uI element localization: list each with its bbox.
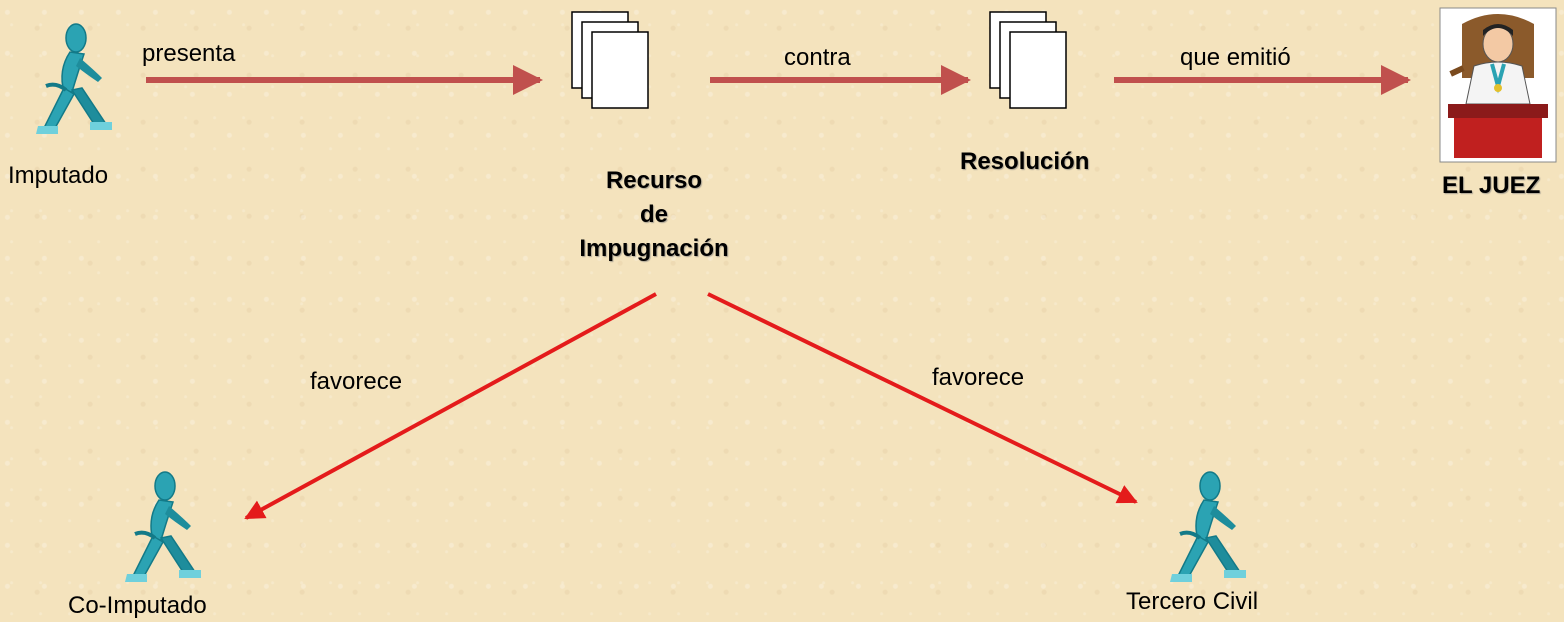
walking-person-icon <box>34 22 114 136</box>
walking-person-icon <box>1168 470 1248 584</box>
edge-label-contra: contra <box>784 44 851 71</box>
node-label-juez: EL JUEZ <box>1442 172 1541 199</box>
document-stack-icon <box>571 11 649 109</box>
edge-favorece-left <box>244 292 657 520</box>
edge-label-favorece-left: favorece <box>310 368 403 395</box>
node-label-tercero-civil: Tercero Civil <box>1126 588 1259 615</box>
walking-person-icon <box>123 470 203 584</box>
edge-favorece-right <box>707 292 1138 504</box>
node-label-resolucion: Resolución <box>960 148 1090 175</box>
edge-label-favorece-right: favorece <box>932 364 1025 391</box>
judge-icon <box>1439 7 1557 163</box>
edge-label-presenta: presenta <box>142 40 236 67</box>
edge-label-que-emitio: que emitió <box>1180 44 1291 71</box>
node-label-imputado: Imputado <box>8 162 109 189</box>
node-label-recurso: Recurso de Impugnación <box>579 167 729 262</box>
document-stack-icon <box>989 11 1067 109</box>
node-label-co-imputado: Co-Imputado <box>68 592 207 619</box>
